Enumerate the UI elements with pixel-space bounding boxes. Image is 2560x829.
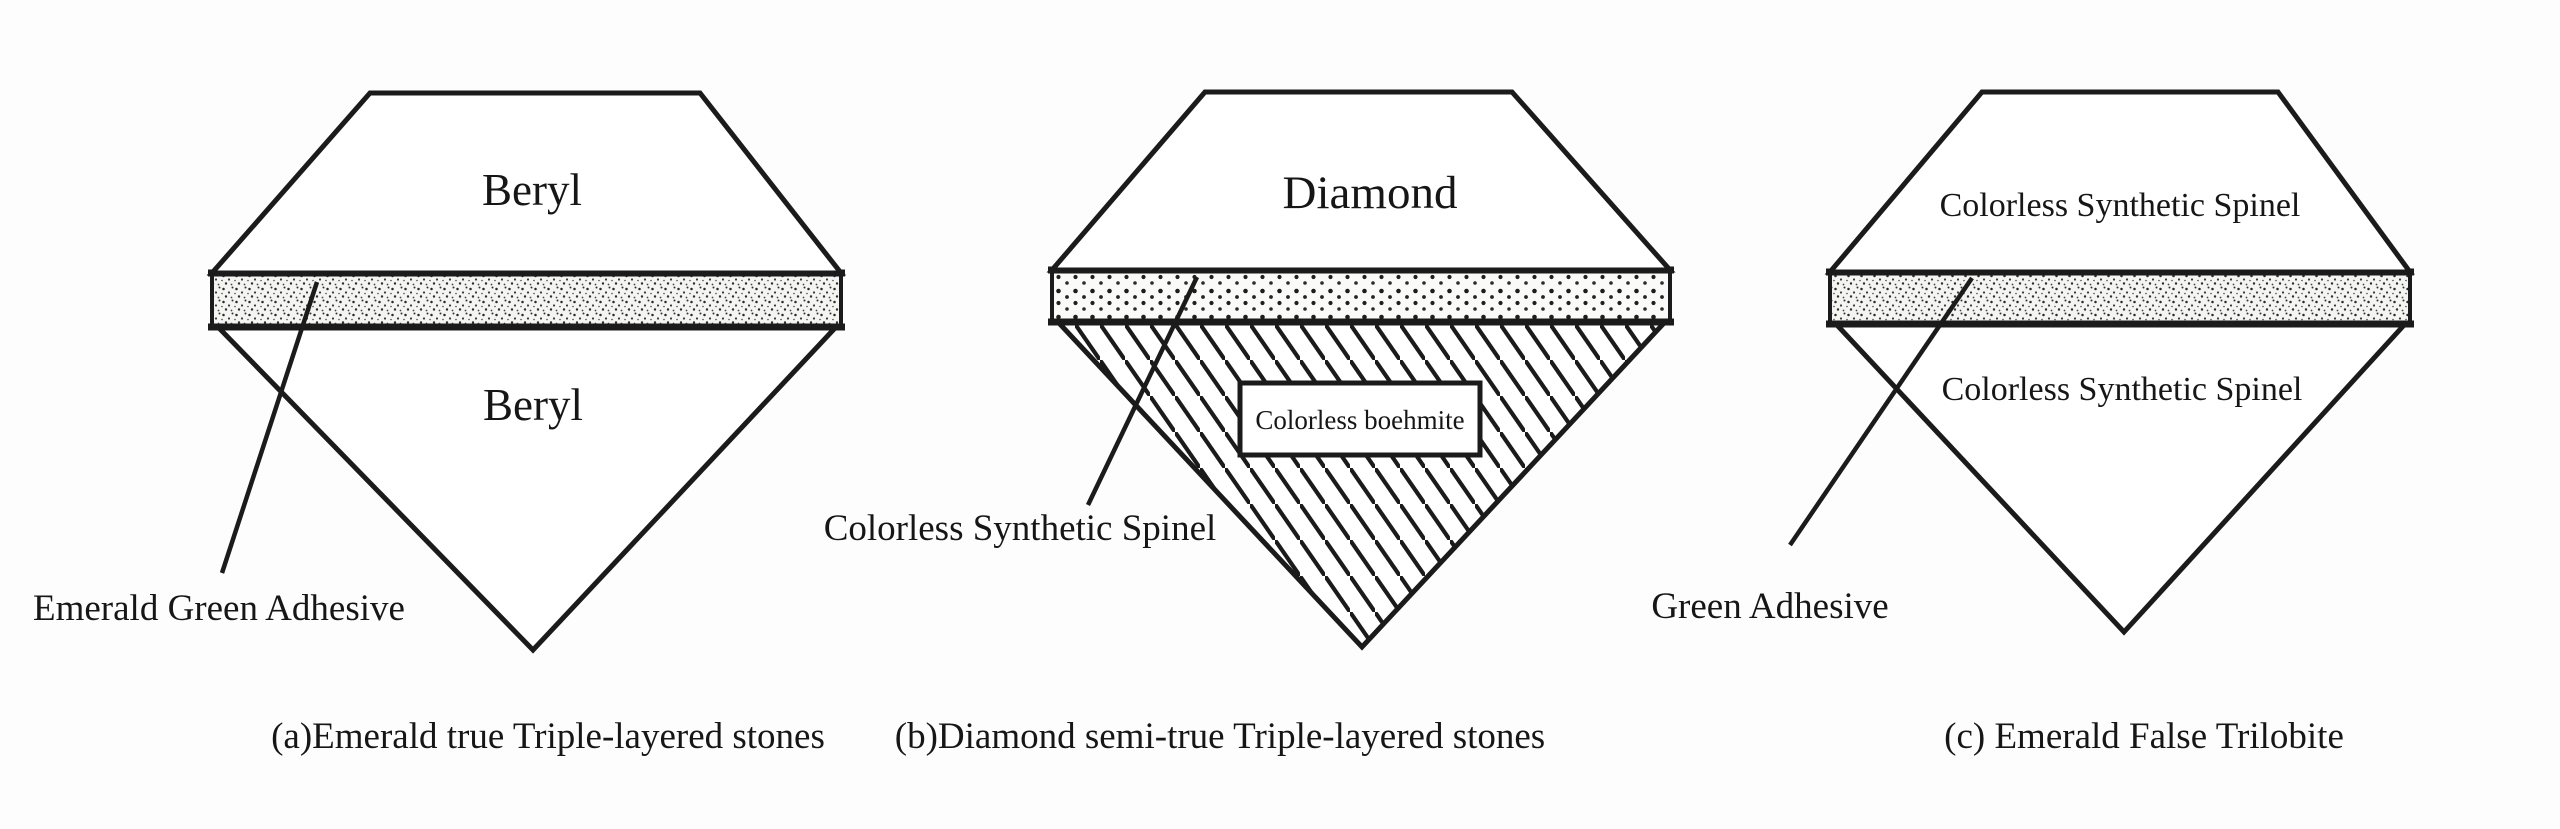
stone-a-annotation-label: Emerald Green Adhesive — [33, 588, 405, 629]
stone-c-crown-label: Colorless Synthetic Spinel — [1940, 187, 2301, 224]
stone-a-pavilion-label: Beryl — [483, 380, 583, 430]
stone-c: Colorless Synthetic Spinel Colorless Syn… — [1651, 89, 2415, 757]
stone-b-annotation-label: Colorless Synthetic Spinel — [824, 508, 1217, 549]
stone-b-crown-label: Diamond — [1283, 167, 1458, 219]
stone-b-boehmite-box — [1237, 380, 1483, 458]
stone-a-caption: (a)Emerald true Triple-layered stones — [271, 716, 825, 757]
stone-a-crown — [206, 90, 847, 276]
stone-c-crown — [1824, 89, 2415, 275]
stone-b: Diamond Colorless boehmite Colorless Syn… — [824, 89, 1676, 757]
stone-c-adhesive-layer — [1828, 270, 2412, 326]
stone-c-pavilion-label: Colorless Synthetic Spinel — [1942, 371, 2303, 408]
stone-b-crown — [1046, 89, 1676, 273]
stone-a-crown-label: Beryl — [482, 165, 582, 215]
stone-b-caption: (b)Diamond semi-true Triple-layered ston… — [895, 716, 1545, 757]
stone-b-pavilion — [1052, 319, 1671, 651]
stone-c-leader-line — [1788, 276, 1974, 547]
stone-a: Beryl Beryl Emerald Green Adhesive (a)Em… — [33, 90, 847, 757]
stone-b-cement-layer — [1050, 268, 1672, 324]
stone-b-leader-line — [1085, 276, 1200, 506]
stone-a-leader-line — [219, 281, 320, 574]
stone-b-boehmite-label: Colorless boehmite — [1255, 405, 1464, 435]
stone-c-caption: (c) Emerald False Trilobite — [1944, 716, 2344, 757]
stone-c-annotation-label: Green Adhesive — [1651, 586, 1888, 627]
